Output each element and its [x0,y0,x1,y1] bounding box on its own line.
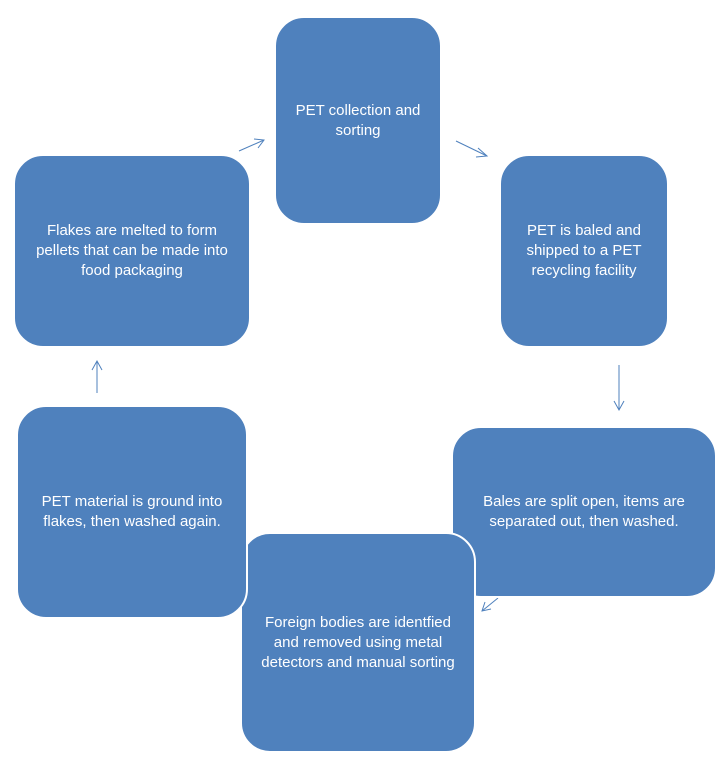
step-foreign-bodies-label: Foreign bodies are identfied and removed… [261,613,455,671]
step-bales-split: Bales are split open, items are separate… [451,426,717,598]
step-ground-flakes: PET material is ground into flakes, then… [16,405,248,619]
step-baled-shipped-label: PET is baled and shipped to a PET recycl… [526,222,642,279]
arrow-step2-to-step3 [613,365,625,412]
step-pet-collection-label: PET collection and sorting [295,101,421,139]
arrow-step3-to-step4 [481,597,499,612]
arrow-step5-to-step6 [91,359,103,393]
step-melted-pellets-label: Flakes are melted to form pellets that c… [36,222,228,279]
step-bales-split-label: Bales are split open, items are separate… [483,493,685,530]
arrow-step6-to-step1 [238,138,265,152]
step-ground-flakes-label: PET material is ground into flakes, then… [41,493,223,530]
step-melted-pellets: Flakes are melted to form pellets that c… [13,154,251,348]
step-baled-shipped: PET is baled and shipped to a PET recycl… [499,154,669,348]
step-pet-collection: PET collection and sorting [274,16,442,225]
arrow-step1-to-step2 [455,140,489,158]
step-foreign-bodies: Foreign bodies are identfied and removed… [240,532,476,753]
